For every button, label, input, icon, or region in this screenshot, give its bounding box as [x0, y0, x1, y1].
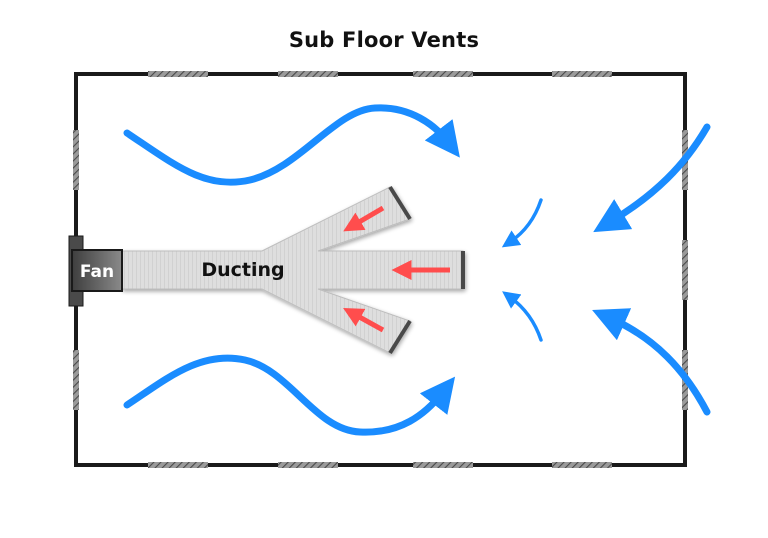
- vent: [413, 462, 473, 468]
- fan-label: Fan: [80, 262, 114, 282]
- vent: [552, 462, 612, 468]
- airflow-arrow-top-right: [593, 123, 711, 233]
- diagram-title: Sub Floor Vents: [288, 28, 480, 52]
- vents-left: [73, 130, 79, 410]
- airflow-arrows: [123, 104, 711, 436]
- vent: [413, 71, 473, 77]
- vent: [278, 462, 338, 468]
- airflow-arrow-center-lower: [502, 291, 543, 342]
- vent: [682, 240, 688, 300]
- airflow-arrow-top-left: [123, 104, 460, 186]
- airflow-arrow-bottom-right: [592, 308, 711, 416]
- suction-arrow-lower: [343, 307, 385, 333]
- airflow-arrows-small: [501, 198, 543, 342]
- duct-end-upper: [388, 185, 412, 221]
- ducting: [121, 185, 465, 355]
- suction-arrows: [343, 205, 450, 333]
- airflow-arrow-center-upper: [501, 198, 543, 248]
- fan: Fan: [68, 235, 123, 307]
- ducting-label: Ducting: [201, 259, 284, 281]
- vent: [73, 130, 79, 190]
- airflow-arrow-bottom-left: [123, 354, 456, 436]
- vent: [552, 71, 612, 77]
- vents-right: [682, 130, 688, 410]
- vents-top: [148, 71, 612, 77]
- vent: [148, 71, 208, 77]
- vent: [148, 462, 208, 468]
- vents-bottom: [148, 462, 612, 468]
- vent: [278, 71, 338, 77]
- vent: [73, 350, 79, 410]
- fan-body: [71, 249, 123, 292]
- suction-arrow-upper: [343, 205, 385, 232]
- duct-end-lower: [388, 319, 412, 355]
